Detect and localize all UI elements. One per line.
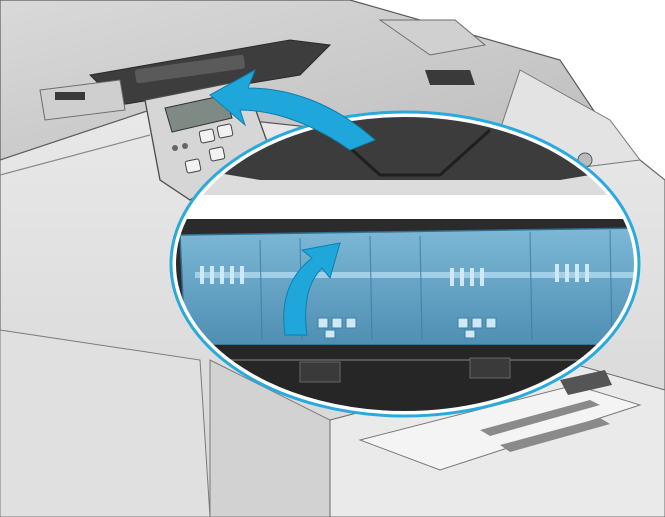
lcd-display-icon	[164, 94, 233, 133]
callout-inset	[169, 110, 641, 418]
gear-cluster-left	[317, 317, 357, 339]
inset-curved-arrow-icon	[283, 242, 341, 336]
gear-cluster-right	[457, 317, 497, 339]
roller-row-center	[450, 268, 484, 286]
roller-row-right	[555, 264, 589, 282]
roller-row-left	[200, 266, 244, 284]
main-curved-arrow-icon	[209, 68, 376, 151]
